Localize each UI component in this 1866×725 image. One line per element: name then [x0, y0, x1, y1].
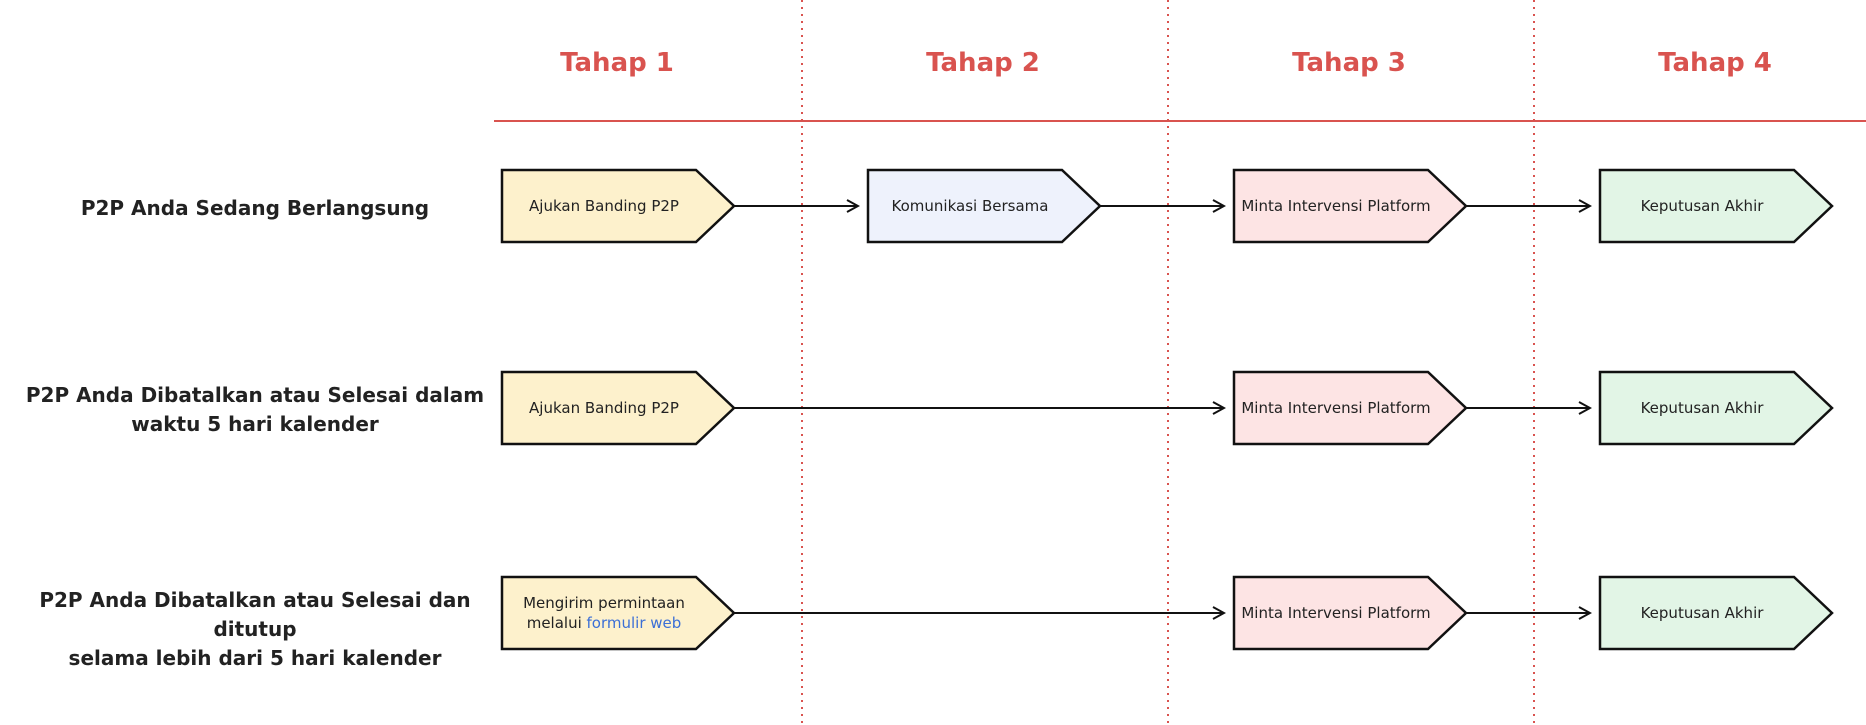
- step-box-label: Ajukan Banding P2P: [529, 399, 679, 417]
- web-form-link[interactable]: formulir web: [586, 614, 682, 632]
- step-box-label: Minta Intervensi Platform: [1241, 399, 1431, 417]
- row-label-line: waktu 5 hari kalender: [131, 412, 379, 436]
- row-label-1: P2P Anda Sedang Berlangsung: [5, 194, 505, 223]
- step-box-label: Komunikasi Bersama: [891, 197, 1049, 215]
- step-box: [1598, 370, 1834, 446]
- row-label-2: P2P Anda Dibatalkan atau Selesai dalam wa…: [5, 381, 505, 439]
- step-box: [500, 370, 736, 446]
- row-label-line: P2P Anda Dibatalkan atau Selesai dan dit…: [39, 588, 471, 641]
- step-box-label: Keputusan Akhir: [1640, 197, 1764, 215]
- step-box: [1598, 168, 1834, 244]
- step-box: [866, 168, 1102, 244]
- step-box-label: Minta Intervensi Platform: [1241, 604, 1431, 622]
- step-box-label: Keputusan Akhir: [1640, 604, 1764, 622]
- step-box: [1598, 575, 1834, 651]
- step-box-label-line: melalui formulir web: [506, 613, 702, 633]
- row-label-line: P2P Anda Dibatalkan atau Selesai dalam: [25, 383, 485, 407]
- step-box: [500, 575, 736, 651]
- step-box: [1232, 168, 1468, 244]
- step-box-label: Keputusan Akhir: [1640, 399, 1764, 417]
- stage-header-2: Tahap 2: [926, 48, 1040, 78]
- step-box: [1232, 575, 1468, 651]
- step-box: [500, 168, 736, 244]
- stage-header-1: Tahap 1: [560, 48, 674, 78]
- step-box-label: Ajukan Banding P2P: [529, 197, 679, 215]
- step-box: [1232, 370, 1468, 446]
- stage-header-3: Tahap 3: [1292, 48, 1406, 78]
- step-box-label: Minta Intervensi Platform: [1241, 197, 1431, 215]
- row-label-3: P2P Anda Dibatalkan atau Selesai dan dit…: [5, 586, 505, 673]
- stage-header-4: Tahap 4: [1658, 48, 1772, 78]
- row-label-line: P2P Anda Sedang Berlangsung: [80, 195, 430, 220]
- row-label-line: selama lebih dari 5 hari kalender: [68, 646, 442, 670]
- step-box-label-line: Mengirim permintaan: [523, 594, 685, 612]
- link-prefix-text: melalui: [526, 614, 587, 632]
